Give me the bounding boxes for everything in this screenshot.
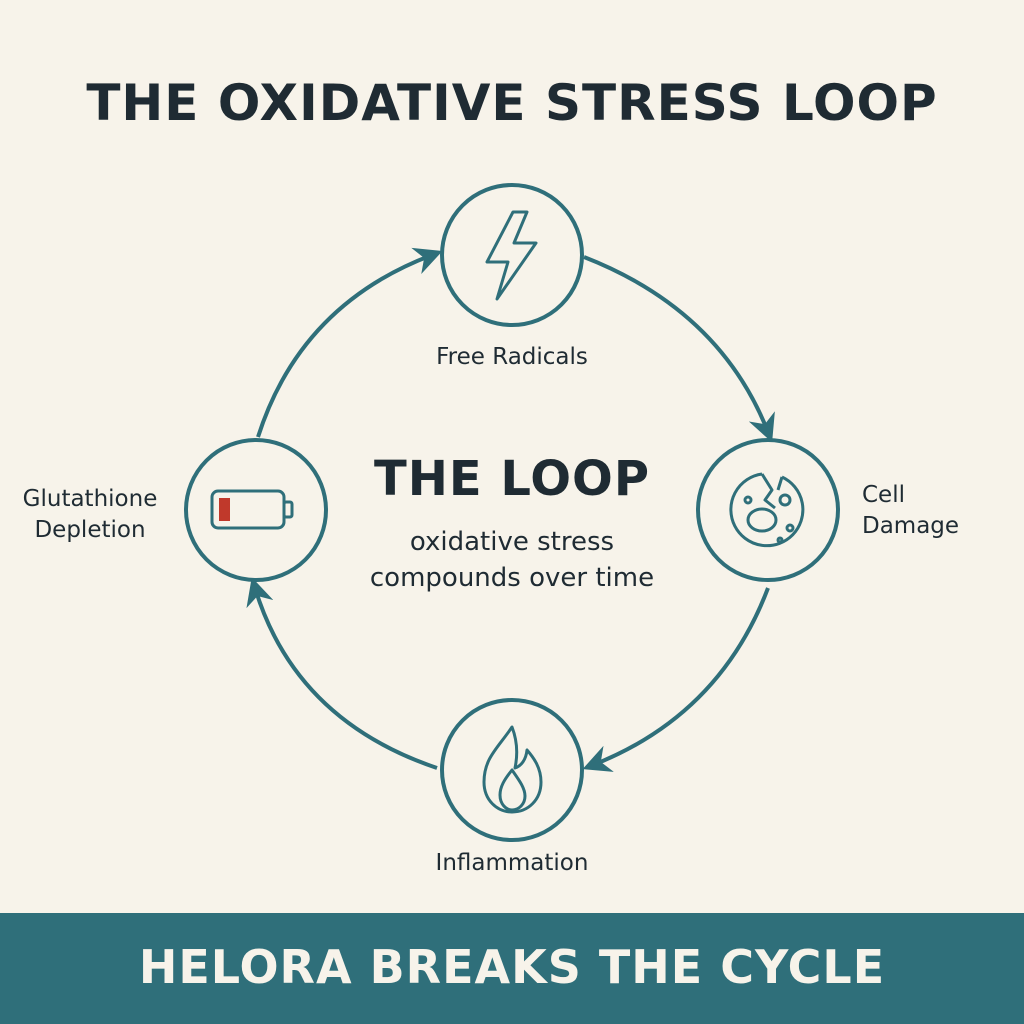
center-subtitle-line2: compounds over time bbox=[369, 563, 655, 594]
label-free-radicals: Free Radicals bbox=[436, 344, 588, 370]
center-title: THE LOOP bbox=[373, 451, 651, 507]
damaged-cell-icon bbox=[729, 472, 805, 548]
label-cell-damage-line1: Cell bbox=[862, 482, 905, 508]
page-title: THE OXIDATIVE STRESS LOOP bbox=[86, 74, 938, 132]
arrow-cell-damage-to-inflammation bbox=[582, 587, 770, 772]
node-glutathione-depletion bbox=[184, 438, 328, 582]
center-subtitle-line1: oxidative stress bbox=[409, 527, 615, 557]
flame-icon bbox=[482, 725, 543, 814]
label-glutathione-depletion-line2: Depletion bbox=[34, 517, 146, 544]
arrow-inflammation-to-glutathione-depletion bbox=[246, 577, 438, 770]
low-battery-icon bbox=[210, 489, 294, 530]
node-cell-damage bbox=[696, 438, 840, 582]
label-glutathione-depletion: Glutathione Depletion bbox=[10, 484, 170, 546]
label-glutathione-depletion-line1: Glutathione bbox=[22, 486, 158, 512]
footer-text: HELORA BREAKS THE CYCLE bbox=[138, 940, 886, 994]
arrow-free-radicals-to-cell-damage bbox=[583, 255, 775, 443]
lightning-bolt-icon bbox=[485, 210, 538, 301]
label-cell-damage: Cell Damage bbox=[862, 480, 959, 542]
footer-banner bbox=[0, 913, 1024, 1024]
node-free-radicals bbox=[440, 183, 584, 327]
node-inflammation bbox=[440, 698, 584, 842]
center-subtitle: oxidative stress compounds over time bbox=[0, 524, 1024, 597]
label-inflammation: Inflammation bbox=[435, 850, 589, 876]
label-cell-damage-line2: Damage bbox=[862, 513, 960, 540]
arrow-glutathione-depletion-to-free-radicals bbox=[256, 247, 443, 438]
